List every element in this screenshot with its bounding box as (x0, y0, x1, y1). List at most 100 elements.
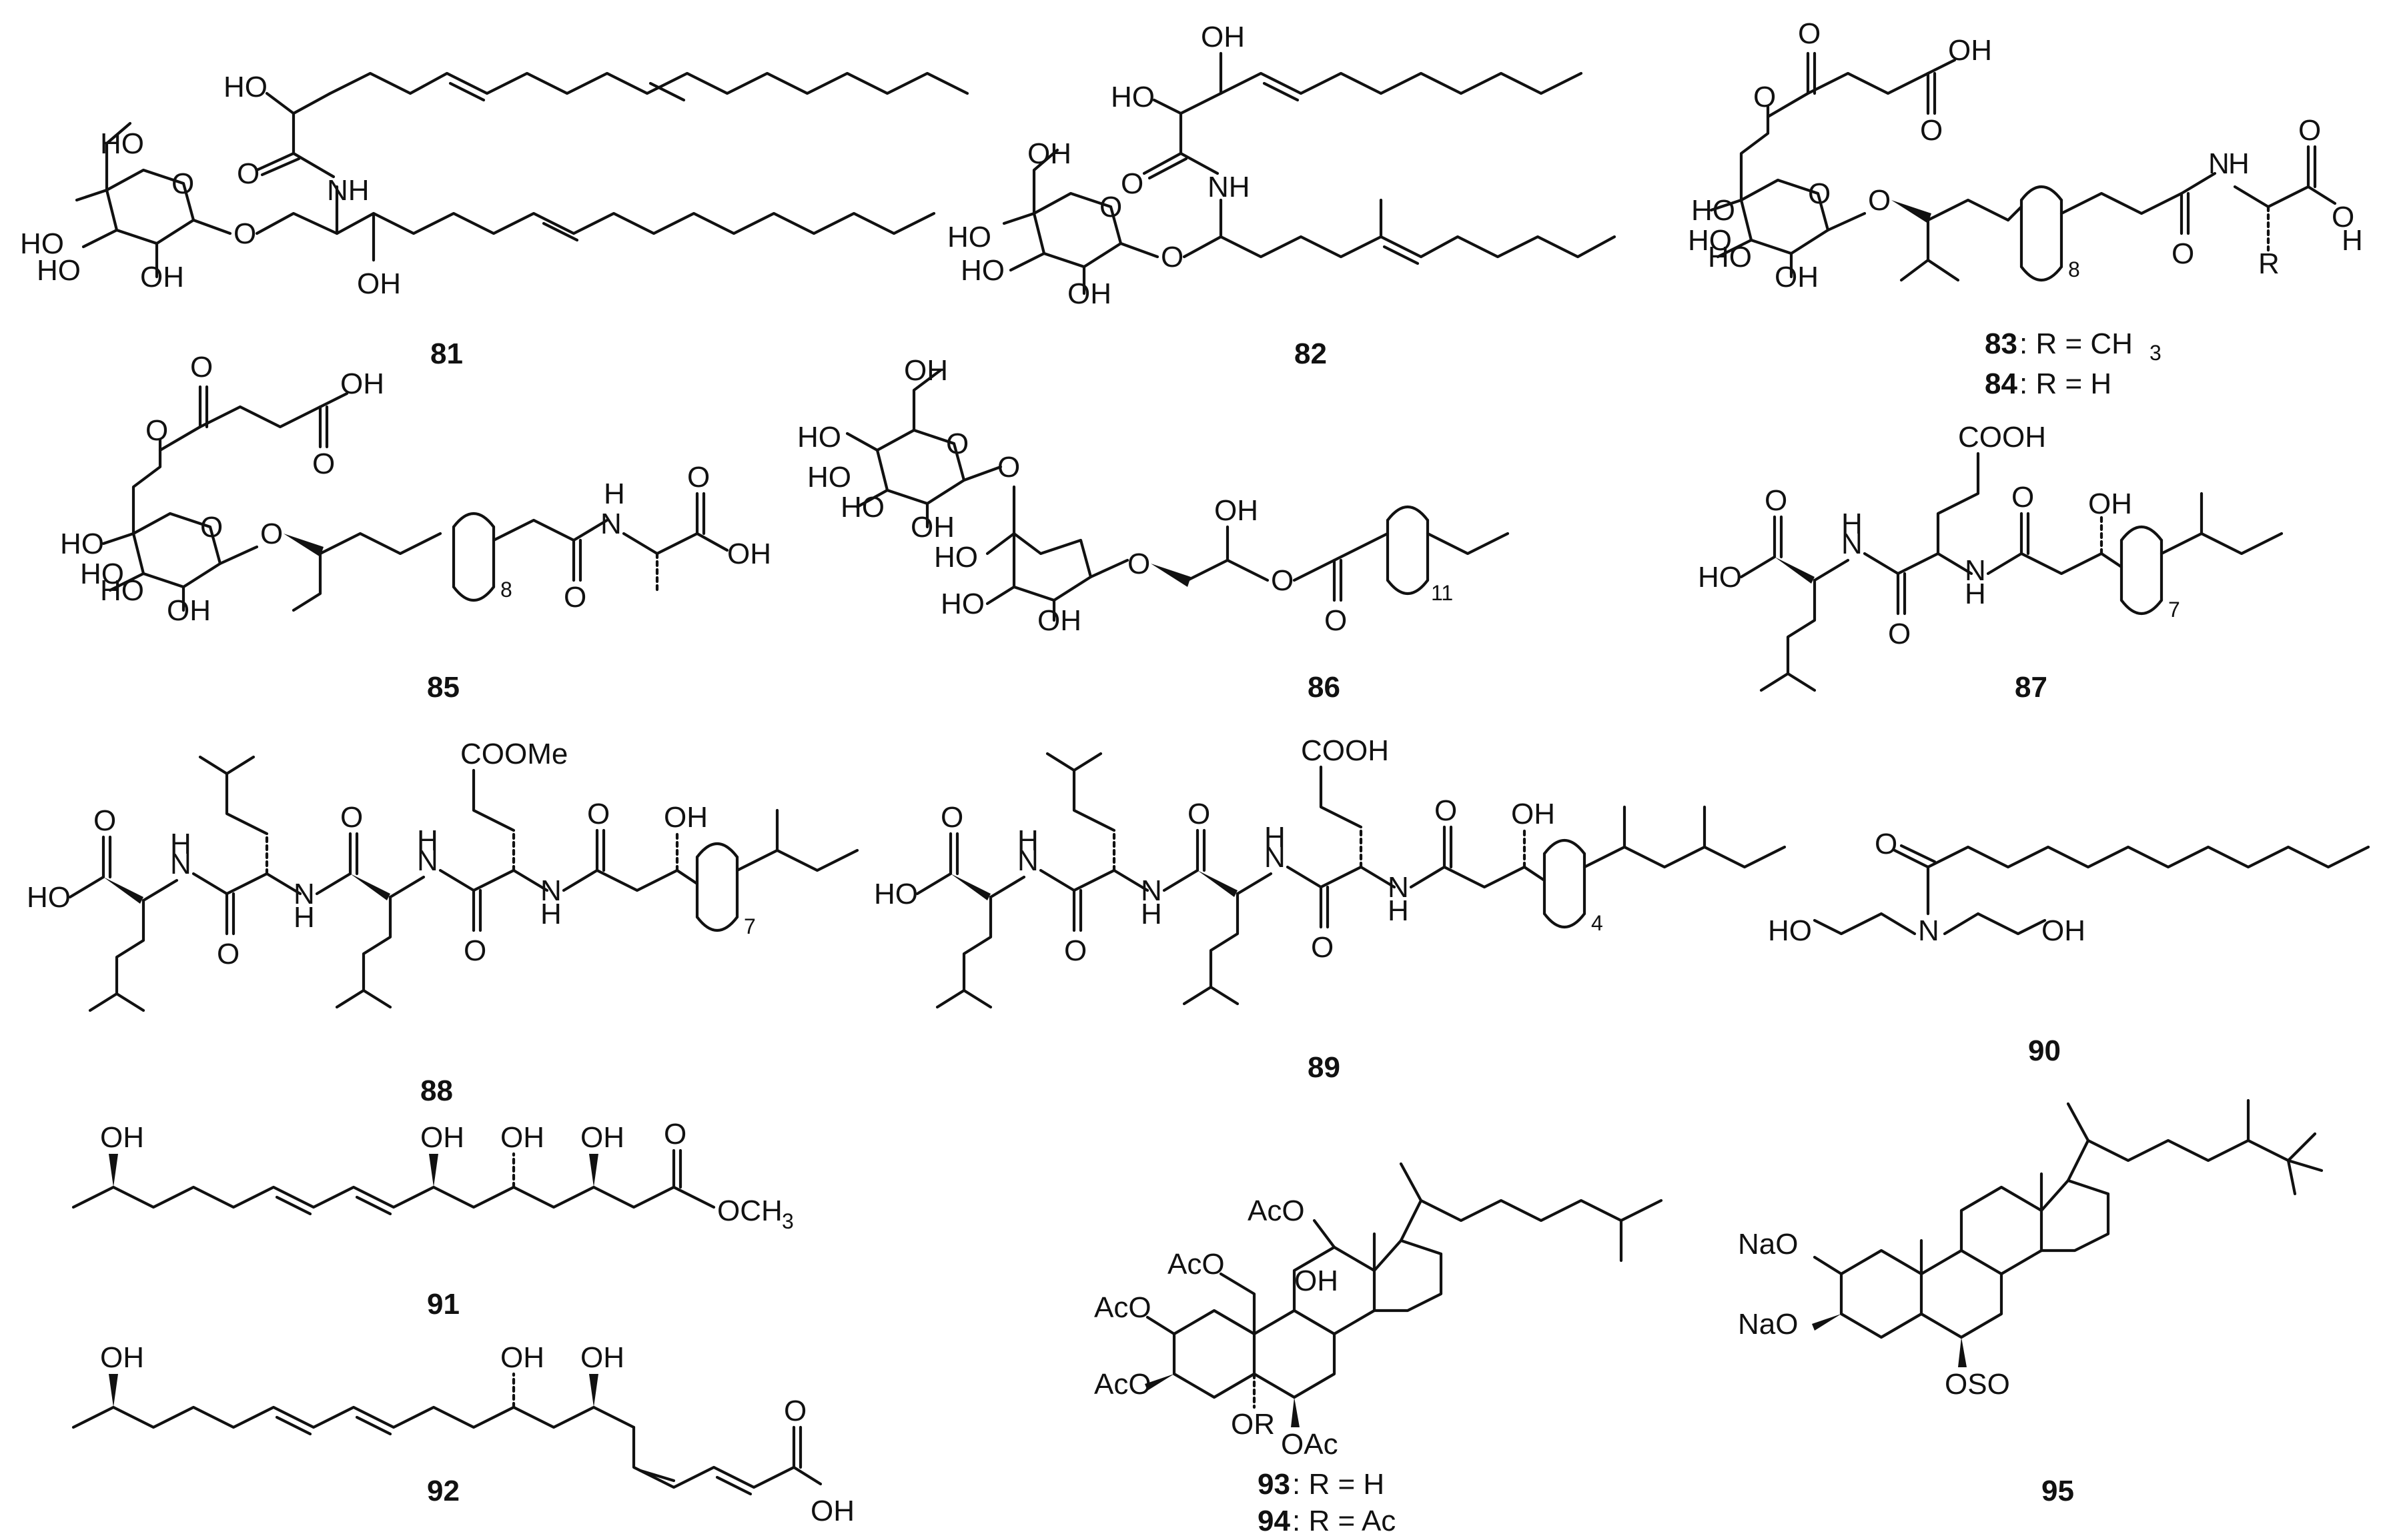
atom-label: OH (340, 367, 384, 400)
atom-label: HO (80, 558, 124, 590)
atom-label: N (1918, 914, 1939, 947)
repeat-count: 7 (744, 914, 756, 938)
compound-id: 94 (1258, 1505, 1290, 1537)
atom-label: HO (1698, 561, 1742, 594)
atom-label: HO (1691, 194, 1735, 227)
atom-label: O (784, 1395, 807, 1427)
ester-subscript: 3 (782, 1209, 794, 1233)
atom-label: HO (841, 491, 885, 524)
atom-label: O (1808, 177, 1831, 210)
atom-label: OH (1214, 494, 1258, 527)
atom-label: O (1765, 484, 1787, 517)
atom-label: O (237, 157, 260, 190)
atom-label: NaO (1738, 1308, 1798, 1341)
atom-label: O (941, 801, 963, 834)
atom-label: H (294, 901, 315, 934)
atom-label: NH (327, 174, 370, 207)
atom-label: N (1841, 528, 1863, 560)
atom-label: HO (37, 254, 81, 287)
atom-label: O (1868, 184, 1891, 217)
compound-95: NaO NaO OSO 95 (1738, 1098, 2324, 1507)
atom-label: O (1271, 564, 1294, 597)
atom-label: OH (727, 538, 771, 570)
atom-label: O (312, 448, 335, 480)
compound-note: : R = H (1292, 1468, 1384, 1501)
atom-label: O (233, 217, 256, 250)
atom-label: H (604, 478, 625, 510)
atom-label: OH (664, 801, 708, 834)
compound-note: : R = Ac (1292, 1505, 1396, 1537)
atom-label: O (2332, 201, 2354, 233)
atom-label: H (1965, 578, 1986, 610)
atom-label: AcO (1094, 1368, 1151, 1401)
compound-85: HO HO HO OH O O O O OH O 8 O H N O OH (60, 351, 771, 704)
atom-label: O (1324, 604, 1347, 637)
atom-label: OH (420, 1121, 464, 1154)
atom-label: O (1434, 794, 1457, 827)
atom-label: H (1841, 508, 1863, 540)
atom-label: OR (1231, 1408, 1275, 1441)
repeat-count: 8 (500, 578, 512, 602)
atom-label: H (170, 828, 191, 860)
atom-label: O (946, 428, 969, 460)
compound-92: OH OH OH O OH 92 (71, 1341, 855, 1527)
atom-label: AcO (1248, 1195, 1305, 1227)
atom-label: AcO (1094, 1291, 1151, 1324)
atom-label: OH (811, 1495, 855, 1527)
atom-label: OH (500, 1341, 544, 1374)
atom-label: HO (934, 541, 978, 574)
compound-83-84: HO HO HO OH O O O O OH O 8 O N H O (1688, 17, 2363, 400)
atom-label: OSO (1945, 1368, 2010, 1401)
atom-label: HO (961, 254, 1005, 287)
compound-id: 91 (427, 1288, 460, 1321)
atom-label: N (600, 508, 622, 540)
atom-label: HO (874, 878, 918, 910)
compound-id: 82 (1294, 337, 1327, 370)
compound-note: : R = CH (2019, 327, 2133, 360)
atom-label: HO (100, 574, 144, 607)
atom-label: OH (1775, 261, 1819, 293)
compound-93-94: AcO AcO OH AcO AcO OR OAc 93 : R = H 94 … (1094, 1162, 1663, 1537)
atom-label: N (540, 874, 562, 907)
compound-91: OH OH OH OH O OCH 3 91 (71, 1118, 794, 1321)
atom-label: H (2342, 224, 2363, 257)
atom-label: O (997, 451, 1020, 484)
atom-label: O (664, 1118, 686, 1150)
atom-label: O (687, 461, 710, 494)
atom-label: O (1920, 114, 1943, 147)
acid-label: COOH (1958, 421, 2046, 454)
compound-note-subscript: 3 (2149, 341, 2162, 365)
compound-note: : R = H (2019, 367, 2111, 400)
atom-label: HO (60, 528, 104, 560)
atom-label: HO (1768, 914, 1812, 947)
atom-label: N (294, 878, 315, 910)
atom-label: OH (100, 1121, 144, 1154)
atom-label: OH (1294, 1265, 1338, 1297)
compound-86: OH HO HO HO OH O O HO HO OH O OH O O 11 … (797, 354, 1510, 704)
atom-label: HO (27, 881, 71, 914)
atom-label: O (1099, 191, 1122, 223)
atom-label: O (260, 518, 283, 550)
atom-label: H (2228, 147, 2250, 180)
atom-label: N (1017, 844, 1039, 877)
compound-id: 89 (1308, 1051, 1340, 1084)
atom-label: NH (1208, 171, 1250, 203)
atom-label: OAc (1281, 1428, 1338, 1461)
compound-id: 93 (1258, 1468, 1290, 1501)
atom-label: O (1127, 548, 1150, 580)
atom-label: OH (1027, 137, 1071, 170)
atom-label: H (540, 898, 562, 930)
atom-label: N (417, 844, 438, 877)
atom-label: HO (1708, 241, 1752, 273)
compound-id: 86 (1308, 671, 1340, 704)
acid-label: COOH (1301, 734, 1389, 767)
atom-label: O (2298, 114, 2321, 147)
atom-label: OH (1067, 277, 1111, 310)
compound-id: 85 (427, 671, 460, 704)
compound-90: O N HO OH 90 (1768, 828, 2370, 1067)
compound-87: HO O N H O COOH N H O OH 7 87 (1698, 421, 2284, 704)
ester-label: OCH (717, 1195, 783, 1227)
atom-label: OH (911, 511, 955, 544)
